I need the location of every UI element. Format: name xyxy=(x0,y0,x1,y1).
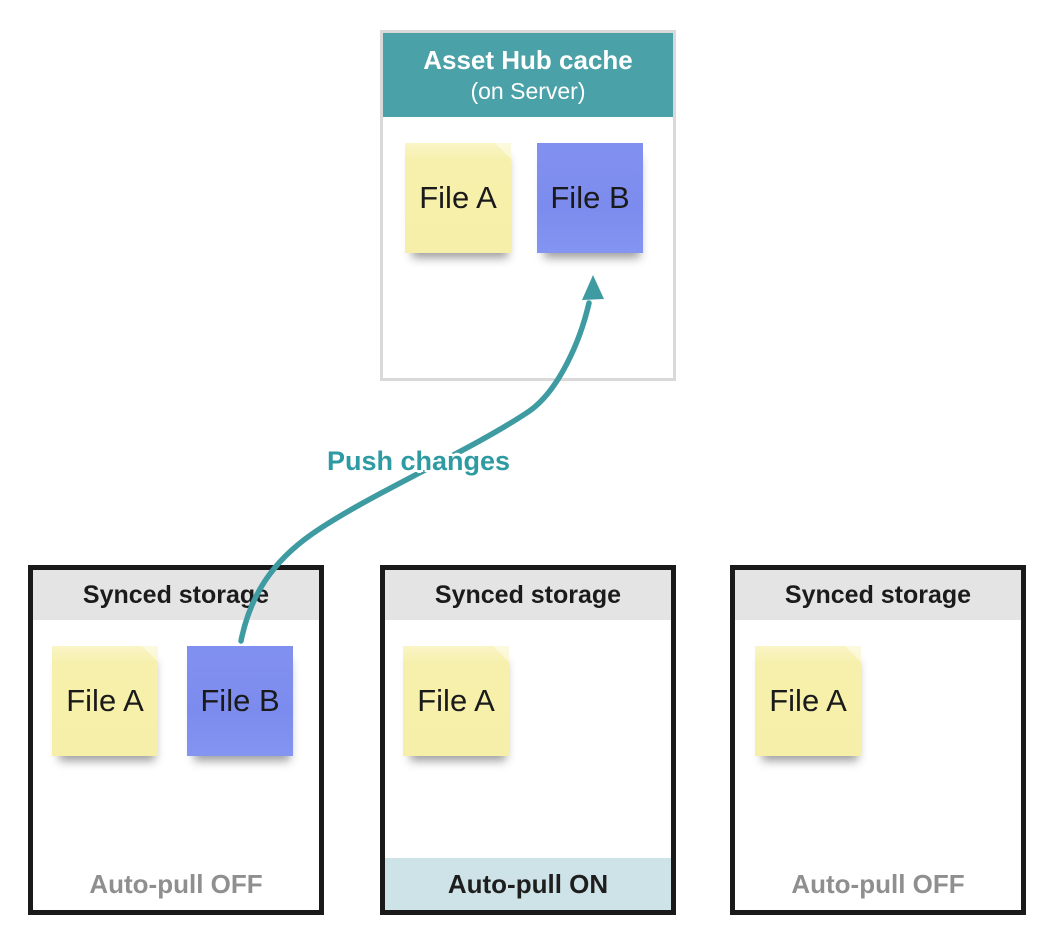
sticky-note-file-b-box1: File B xyxy=(187,646,293,756)
sticky-note-file-a-server: File A xyxy=(405,143,511,253)
file-label: File B xyxy=(550,180,630,215)
synced-storage-box-3: Synced storage File A Auto-pull OFF xyxy=(730,565,1026,915)
synced-storage-header-2: Synced storage xyxy=(385,570,671,620)
synced-storage-title: Synced storage xyxy=(434,580,622,609)
auto-pull-status-box1: Auto-pull OFF xyxy=(89,868,263,899)
synced-storage-title: Synced storage xyxy=(784,580,972,609)
file-label: File A xyxy=(66,683,144,718)
sticky-note-file-a-box1: File A xyxy=(52,646,158,756)
file-label: File A xyxy=(769,683,847,718)
push-changes-label: Push changes xyxy=(327,446,511,476)
file-label: File A xyxy=(419,180,497,215)
synced-storage-box-2: Synced storage File A Auto-pull ON xyxy=(380,565,676,915)
auto-pull-status-box2: Auto-pull ON xyxy=(385,858,671,910)
file-label: File A xyxy=(417,683,495,718)
sticky-note-file-b-server: File B xyxy=(537,143,643,253)
server-cache-box: Asset Hub cache (on Server) File A File … xyxy=(380,30,676,381)
synced-storage-box-1: Synced storage File A File B Auto-pull O… xyxy=(28,565,324,915)
sticky-note-file-a-box3: File A xyxy=(755,646,861,756)
sticky-note-file-a-box2: File A xyxy=(403,646,509,756)
server-cache-subtitle: (on Server) xyxy=(470,77,586,104)
auto-pull-status-box3: Auto-pull OFF xyxy=(791,868,965,899)
file-label: File B xyxy=(200,683,280,718)
server-cache-header: Asset Hub cache (on Server) xyxy=(383,33,673,117)
synced-storage-header-3: Synced storage xyxy=(735,570,1021,620)
server-cache-title: Asset Hub cache xyxy=(423,44,633,75)
synced-storage-title: Synced storage xyxy=(82,580,270,609)
synced-storage-header-1: Synced storage xyxy=(33,570,319,620)
